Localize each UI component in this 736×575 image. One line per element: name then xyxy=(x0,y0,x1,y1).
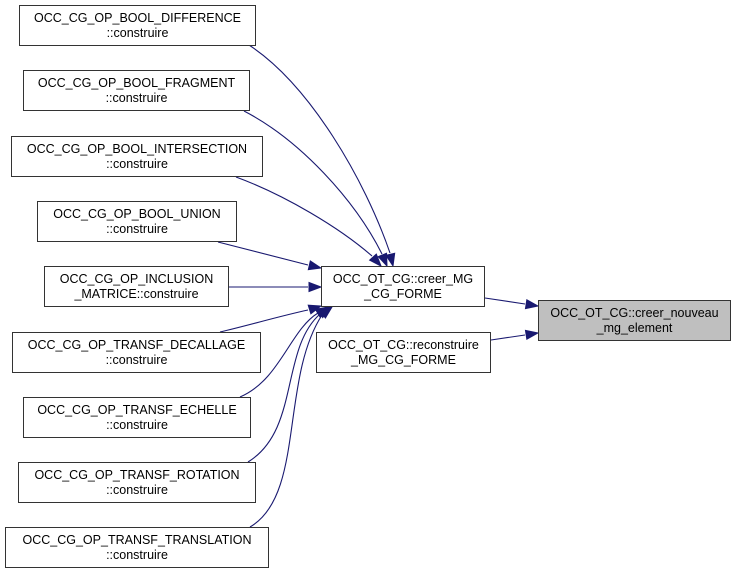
node-bool-union-construire[interactable]: OCC_CG_OP_BOOL_UNION ::construire xyxy=(37,201,237,242)
arrowhead-icon xyxy=(377,252,388,268)
arrowhead-icon xyxy=(308,281,323,293)
node-transf-translation-construire[interactable]: OCC_CG_OP_TRANSF_TRANSLATION ::construir… xyxy=(5,527,269,568)
node-bool-fragment-construire[interactable]: OCC_CG_OP_BOOL_FRAGMENT ::construire xyxy=(23,70,250,111)
node-label-line1: OCC_CG_OP_BOOL_INTERSECTION xyxy=(26,141,248,156)
node-label-line2: ::construire xyxy=(105,90,168,105)
node-label-line1: OCC_CG_OP_BOOL_UNION xyxy=(53,206,221,221)
node-label-line1: OCC_CG_OP_TRANSF_ROTATION xyxy=(34,467,240,482)
edge-n_recon-to-n_target xyxy=(490,334,526,341)
node-label-line2: _MATRICE::construire xyxy=(74,286,199,301)
node-creer-mg-cg-forme[interactable]: OCC_OT_CG::creer_MG _CG_FORME xyxy=(321,266,485,307)
node-reconstruire-mg-cg-forme[interactable]: OCC_OT_CG::reconstruire _MG_CG_FORME xyxy=(316,332,491,373)
node-label-line1: OCC_CG_OP_TRANSF_TRANSLATION xyxy=(22,532,252,547)
edge-n_decal-to-n_creer xyxy=(219,309,309,333)
edge-n_ech-to-n_creer xyxy=(239,312,319,398)
node-label-line2: ::construire xyxy=(106,482,168,497)
edge-n_frag-to-n_creer xyxy=(243,110,383,255)
node-transf-rotation-construire[interactable]: OCC_CG_OP_TRANSF_ROTATION ::construire xyxy=(18,462,256,503)
node-label-line1: OCC_CG_OP_TRANSF_DECALLAGE xyxy=(27,337,246,352)
node-label-line1: OCC_CG_OP_BOOL_DIFFERENCE xyxy=(34,10,241,25)
arrowhead-icon xyxy=(318,306,334,319)
node-label-line2: ::construire xyxy=(106,25,169,40)
node-label-line2: _CG_FORME xyxy=(364,286,442,301)
edge-n_diff-to-n_creer xyxy=(248,44,391,254)
node-creer-nouveau-mg-element: OCC_OT_CG::creer_nouveau _mg_element xyxy=(538,300,731,341)
arrowhead-icon xyxy=(524,329,540,341)
arrowhead-icon xyxy=(307,260,323,271)
edge-n_creer-to-n_target xyxy=(484,297,526,305)
node-label-line2: ::construire xyxy=(106,417,168,432)
node-label-line2: _MG_CG_FORME xyxy=(351,352,456,367)
node-label-line1: OCC_OT_CG::creer_MG xyxy=(332,271,474,286)
node-label-line1: OCC_CG_OP_BOOL_FRAGMENT xyxy=(37,75,236,90)
edge-n_rot-to-n_creer xyxy=(247,313,321,463)
node-transf-decallage-construire[interactable]: OCC_CG_OP_TRANSF_DECALLAGE ::construire xyxy=(12,332,261,373)
edge-n_union-to-n_creer xyxy=(217,241,309,266)
edge-n_trans-to-n_creer xyxy=(249,314,323,528)
node-label-line2: _mg_element xyxy=(596,320,673,335)
edge-n_inter-to-n_creer xyxy=(235,176,373,257)
node-label-line1: OCC_OT_CG::creer_nouveau xyxy=(550,305,719,320)
node-label-line1: OCC_CG_OP_INCLUSION xyxy=(59,271,214,286)
node-label-line2: ::construire xyxy=(106,156,168,171)
node-inclusion-matrice-construire[interactable]: OCC_CG_OP_INCLUSION _MATRICE::construire xyxy=(44,266,229,307)
node-label-line1: OCC_OT_CG::reconstruire xyxy=(328,337,479,352)
node-bool-intersection-construire[interactable]: OCC_CG_OP_BOOL_INTERSECTION ::construire xyxy=(11,136,263,177)
arrowhead-icon xyxy=(368,253,382,268)
node-transf-echelle-construire[interactable]: OCC_CG_OP_TRANSF_ECHELLE ::construire xyxy=(23,397,251,438)
node-label-line2: ::construire xyxy=(106,547,168,562)
arrowhead-icon xyxy=(524,298,540,310)
node-bool-difference-construire[interactable]: OCC_CG_OP_BOOL_DIFFERENCE ::construire xyxy=(19,5,256,46)
arrowhead-icon xyxy=(385,252,396,268)
node-label-line2: ::construire xyxy=(106,221,168,236)
node-label-line2: ::construire xyxy=(105,352,168,367)
node-label-line1: OCC_CG_OP_TRANSF_ECHELLE xyxy=(37,402,237,417)
